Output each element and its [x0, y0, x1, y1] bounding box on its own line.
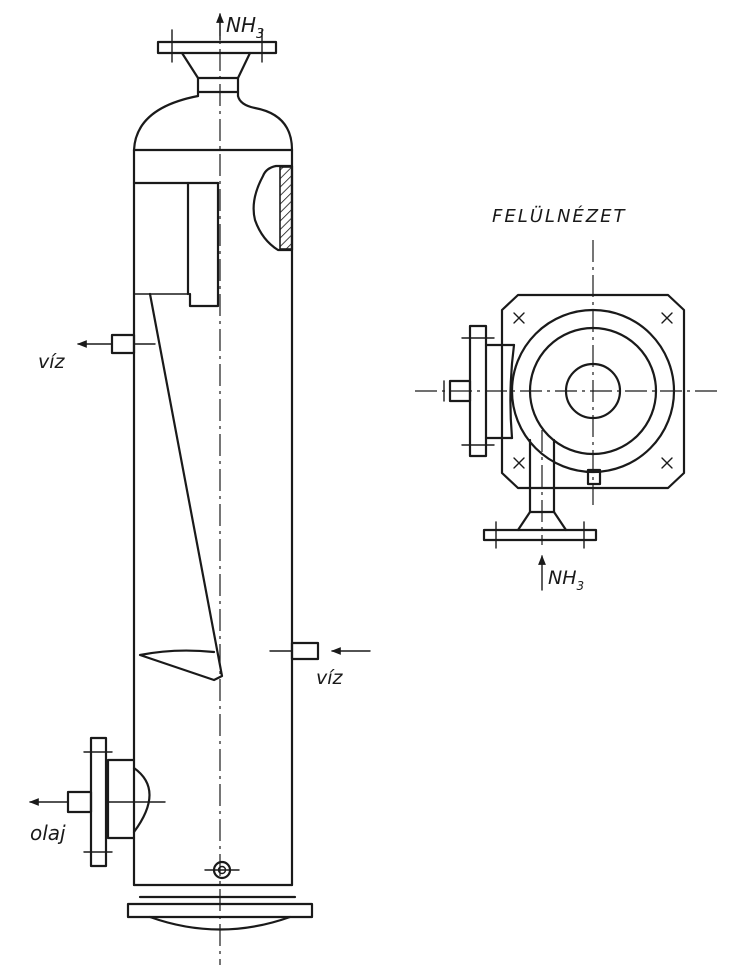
label-nh3-plan: NH3: [548, 567, 584, 593]
label-olaj: olaj: [30, 821, 66, 845]
top-view: [415, 240, 718, 591]
top-flange: [156, 40, 278, 55]
label-felulnezet: FELÜLNÉZET: [492, 205, 627, 227]
drawing-labels: NH3 víz víz olaj FELÜLNÉZET NH3: [30, 13, 627, 845]
top-view-base-plate: [500, 293, 686, 490]
oil-flange: [89, 736, 108, 868]
bolt-markers: [513, 312, 673, 469]
top-nozzle: [156, 29, 278, 98]
top-dome: [132, 94, 294, 152]
label-viz-left: víz: [38, 351, 66, 373]
bottom-head: [148, 915, 292, 931]
water-outlet-nozzle: [77, 333, 156, 355]
oil-outlet-nozzle: [29, 736, 166, 868]
label-viz-right: víz: [316, 667, 344, 689]
top-view-oil-nozzle: [443, 324, 516, 458]
label-nh3-top: NH3: [226, 13, 264, 42]
vessel-side-view: [29, 13, 371, 965]
water-inlet-nozzle: [269, 641, 371, 661]
top-view-nh3-flange: [482, 528, 598, 542]
bottom-base-plate: [126, 902, 314, 919]
top-view-nh3-nozzle: [482, 430, 598, 591]
section-cutaway: [252, 164, 294, 252]
drain-fitting: [204, 860, 240, 880]
top-view-water-stub: [586, 468, 602, 486]
diagonal-baffle: [138, 292, 224, 682]
